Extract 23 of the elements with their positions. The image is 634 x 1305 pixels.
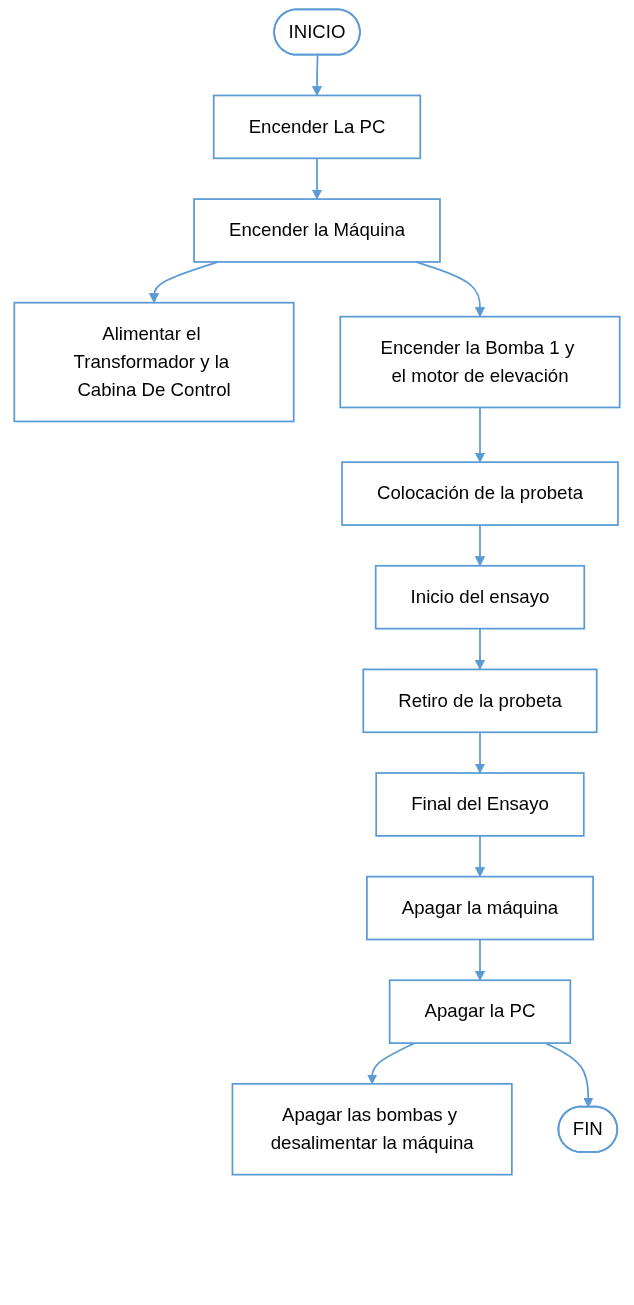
- arrow: [474, 731, 486, 774]
- node-box: Inicio del ensayo: [374, 564, 586, 630]
- node-box: Retiro de la probeta: [362, 668, 598, 734]
- arrow: [474, 627, 486, 670]
- node-box: Encender la Máquina: [193, 198, 441, 263]
- node-box: Apagar las bombas y desalimentar la máquina: [231, 1082, 513, 1176]
- arrow: [415, 261, 486, 318]
- node-box: Alimentar el Transformador y la Cabina De Control: [13, 301, 295, 423]
- arrow: [367, 1042, 416, 1085]
- node-box: Apagar la PC: [388, 979, 572, 1044]
- arrow: [311, 157, 323, 200]
- node-box: Apagar la máquina: [366, 875, 594, 941]
- node-box: Final del Ensayo: [375, 772, 585, 837]
- arrow: [474, 406, 486, 463]
- arrow: [148, 261, 219, 304]
- node-box: Encender la Bomba 1 y el motor de elevación: [339, 315, 621, 409]
- arrow: [311, 54, 323, 96]
- node-box: Colocación de la probeta: [341, 461, 619, 526]
- arrow: [474, 835, 486, 878]
- arrow: [544, 1042, 594, 1108]
- arrow: [474, 524, 486, 567]
- node-box: Encender La PC: [212, 94, 422, 160]
- arrow: [474, 938, 486, 981]
